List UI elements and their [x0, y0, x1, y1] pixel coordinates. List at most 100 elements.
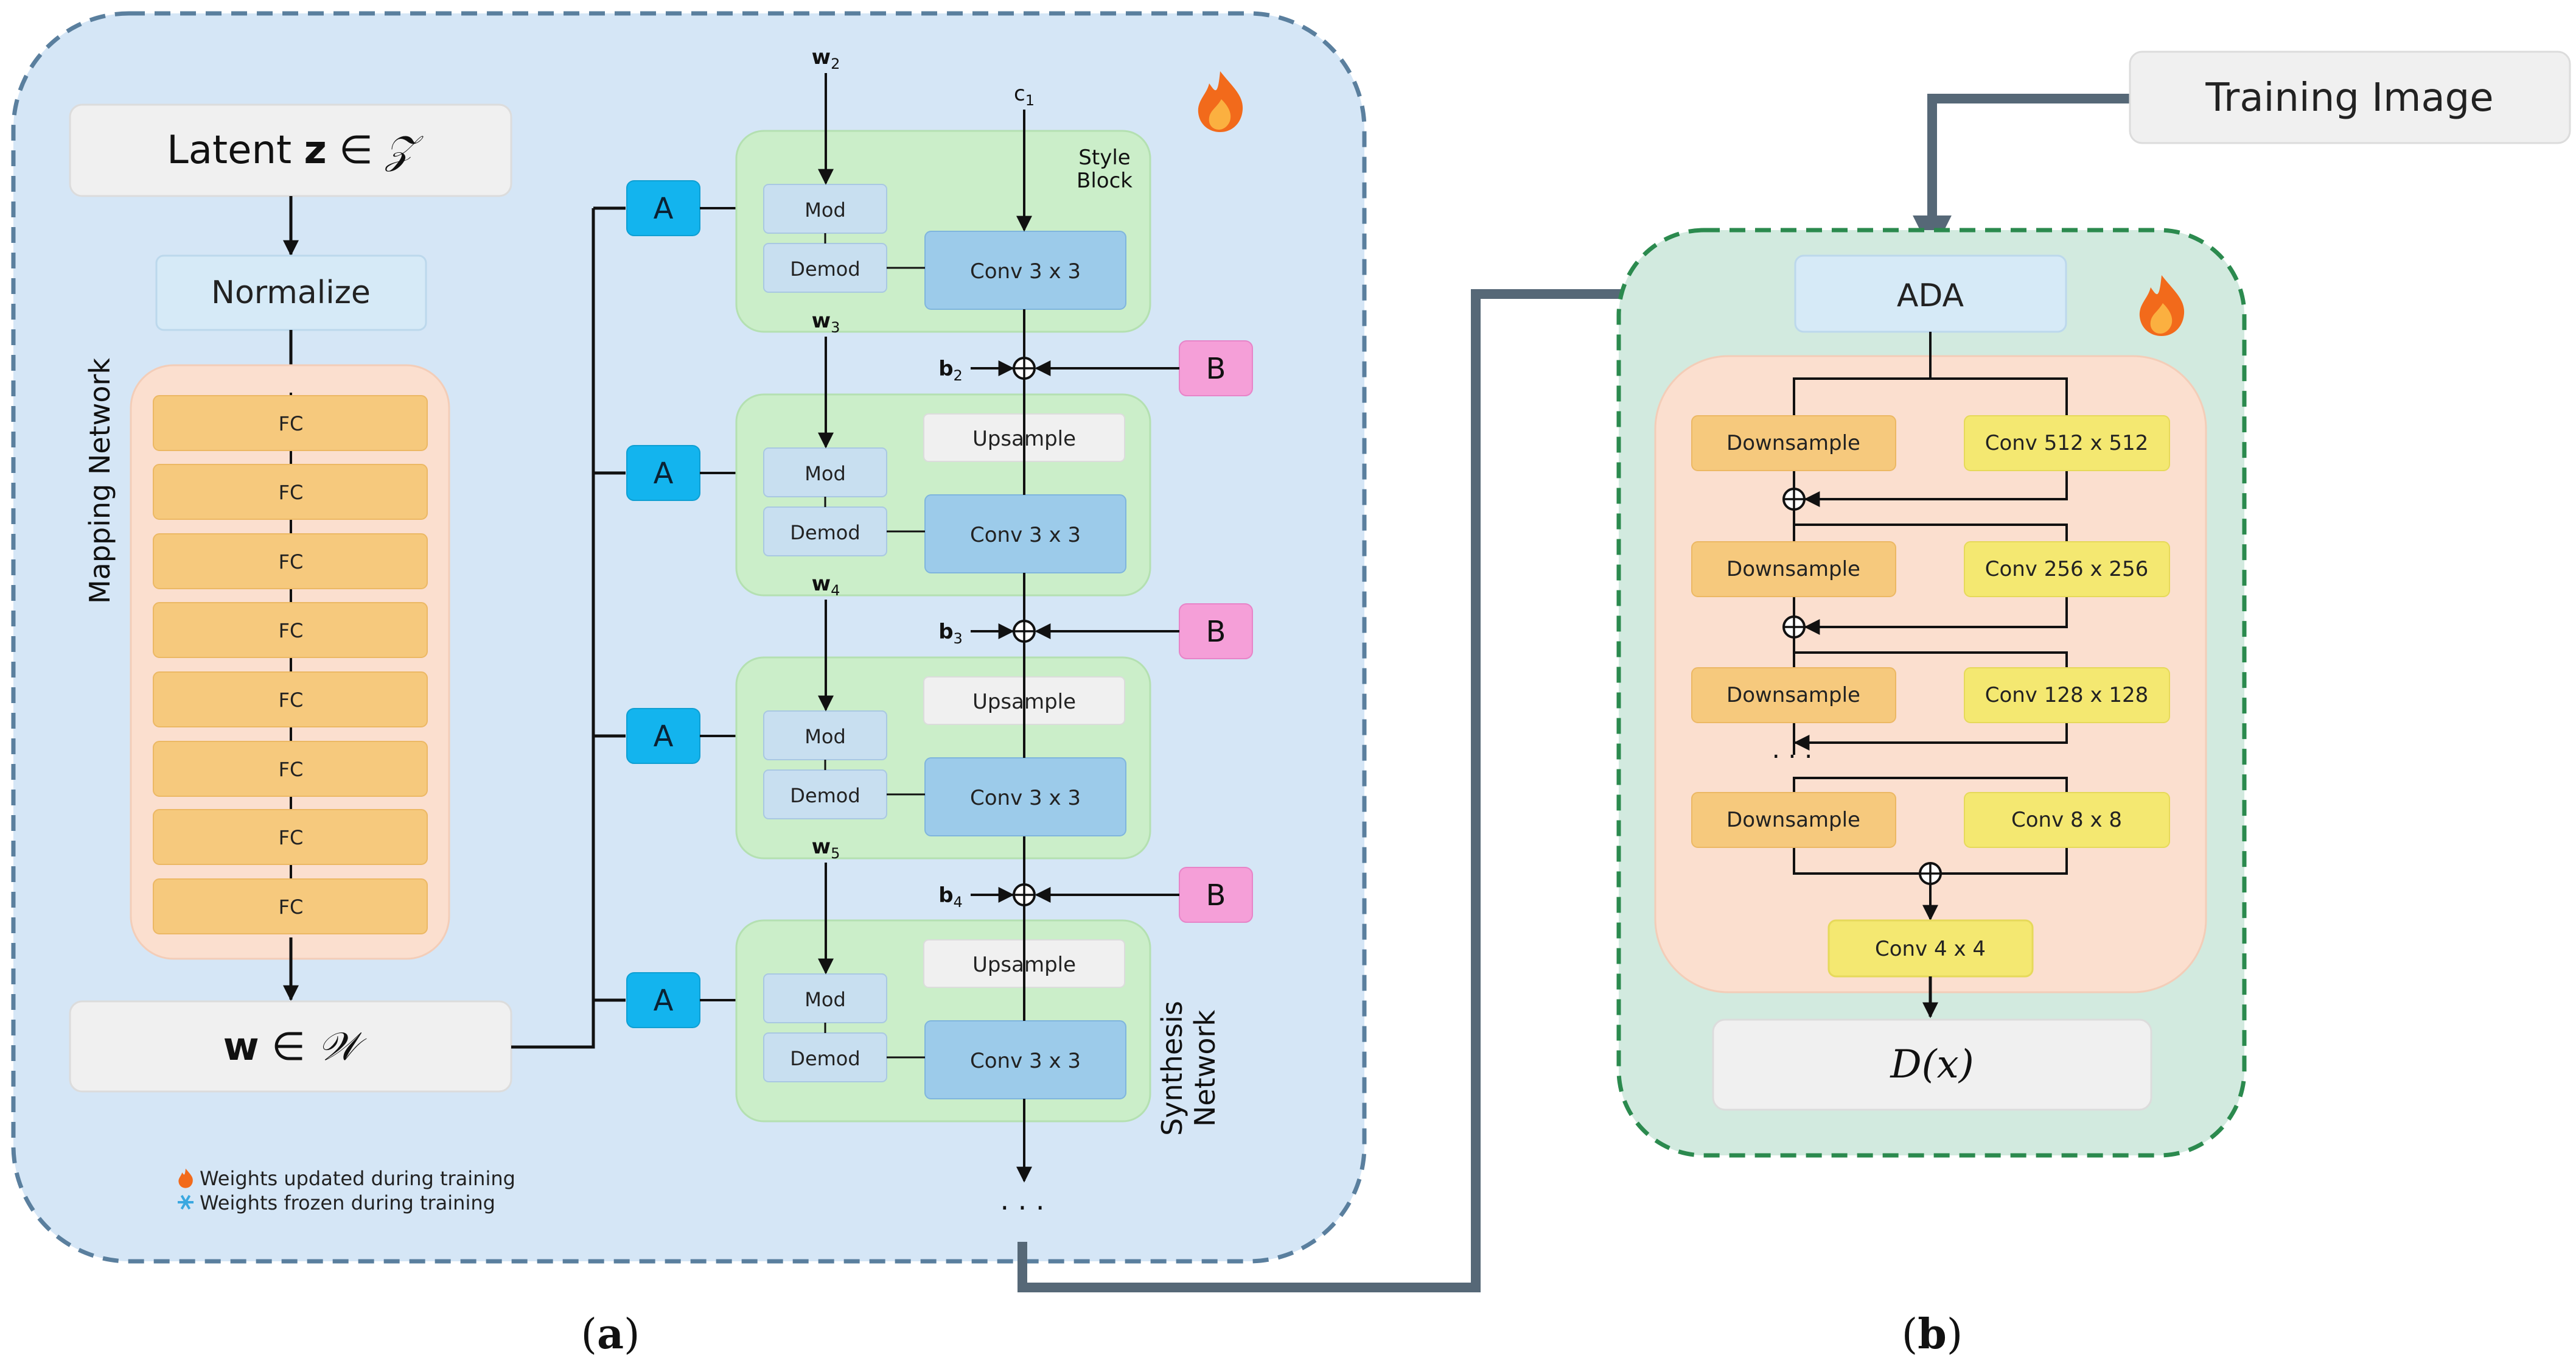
- w-input-label: w5: [812, 835, 840, 862]
- conv-label: Conv 8 x 8: [2011, 808, 2122, 832]
- conv-label: Conv 512 x 512: [1985, 431, 2149, 455]
- discriminator-ellipsis: · · ·: [1772, 741, 1813, 771]
- affine-box: A: [626, 708, 700, 764]
- fc-layer: FC: [153, 395, 428, 451]
- conv-box: [1964, 541, 2170, 597]
- noise-label: B: [1206, 352, 1226, 386]
- fc-layer: FC: [153, 464, 428, 520]
- demod-label: Demod: [790, 1047, 860, 1070]
- conv-label: Conv 128 x 128: [1985, 683, 2149, 707]
- legend: Weights updated during training Weights …: [178, 1167, 515, 1214]
- downsample-label: Downsample: [1726, 431, 1860, 455]
- adder-icon: [1013, 357, 1036, 380]
- bias-label: b4: [938, 883, 963, 911]
- mod-label: Mod: [805, 198, 846, 222]
- noise-box: B: [1179, 867, 1253, 923]
- style-block-label-line2: Block: [1077, 169, 1133, 193]
- conv-label: Conv 3 x 3: [970, 259, 1081, 284]
- downsample-label: Downsample: [1726, 808, 1860, 832]
- discriminator-row: Downsample Conv 256 x 256: [1691, 541, 2170, 597]
- downsample-label: Downsample: [1726, 683, 1860, 707]
- conv-label: Conv 3 x 3: [970, 1049, 1081, 1073]
- fc-layer: FC: [153, 809, 428, 865]
- demod-label: Demod: [790, 257, 860, 281]
- caption-a: (a): [581, 1310, 640, 1359]
- conv-box: [1964, 415, 2170, 471]
- adder-icon: [1919, 862, 1942, 885]
- mapping-network-label: Mapping Network: [83, 358, 116, 604]
- output-label: D(x): [1890, 1042, 1974, 1087]
- output-box: [1712, 1018, 2152, 1111]
- synthesis-network-label-line1: Synthesis: [1156, 1001, 1189, 1136]
- fc-label: FC: [279, 895, 304, 919]
- fc-label: FC: [279, 826, 304, 849]
- fc-label: FC: [279, 412, 304, 435]
- fc-label: FC: [279, 758, 304, 781]
- style-block-label-line1: Style: [1078, 145, 1130, 170]
- w-label: w ∈ 𝒲: [223, 1024, 368, 1070]
- affine-box: A: [626, 445, 700, 501]
- affine-label: A: [654, 457, 674, 491]
- demod-label: Demod: [790, 521, 860, 544]
- fc-label: FC: [279, 619, 304, 642]
- fc-layer: FC: [153, 671, 428, 727]
- fc-label: FC: [279, 550, 304, 573]
- downsample-label: Downsample: [1726, 557, 1860, 581]
- fc-layer: FC: [153, 878, 428, 934]
- mod-label: Mod: [805, 725, 846, 748]
- fc-label: FC: [279, 481, 304, 504]
- conv-box: [1964, 792, 2170, 848]
- downsample-box: [1691, 667, 1896, 723]
- flame-icon: [1198, 71, 1243, 132]
- affine-box: A: [626, 972, 700, 1028]
- training-image-box: [2129, 51, 2571, 144]
- conv-box: [1964, 667, 2170, 723]
- caption-b: (b): [1902, 1310, 1963, 1359]
- adder-icon: [1013, 620, 1036, 643]
- noise-box: B: [1179, 340, 1253, 396]
- legend-frozen-label: Weights frozen during training: [200, 1191, 495, 1214]
- discriminator-row: Downsample Conv 128 x 128: [1691, 667, 2170, 723]
- ada-label: ADA: [1897, 278, 1964, 314]
- downsample-box: [1691, 792, 1896, 848]
- discriminator-row: Downsample Conv 8 x 8: [1691, 792, 2170, 848]
- bias-label: b2: [938, 357, 963, 384]
- fc-layer: FC: [153, 533, 428, 589]
- mod-label: Mod: [805, 462, 846, 485]
- noise-label: B: [1206, 615, 1226, 649]
- adder-icon: [1782, 615, 1806, 639]
- w-input-label: w2: [812, 45, 840, 72]
- fc-layer: FC: [153, 741, 428, 797]
- noise-label: B: [1206, 878, 1226, 912]
- affine-label: A: [654, 720, 674, 754]
- conv-label: Conv 256 x 256: [1985, 557, 2149, 581]
- final-conv-label: Conv 4 x 4: [1875, 937, 1986, 961]
- affine-label: A: [654, 984, 674, 1018]
- conv-label: Conv 3 x 3: [970, 786, 1081, 810]
- fc-layer: FC: [153, 602, 428, 658]
- mod-label: Mod: [805, 988, 846, 1011]
- synthesis-network-label-line2: Network: [1189, 1010, 1221, 1127]
- affine-label: A: [654, 192, 674, 226]
- w-input-label: w4: [812, 572, 840, 599]
- noise-box: B: [1179, 603, 1253, 659]
- legend-updated-label: Weights updated during training: [200, 1167, 515, 1190]
- flame-icon: [2139, 275, 2185, 336]
- generator-to-discriminator-arrow: [1017, 275, 1794, 1292]
- synthesis-ellipsis: · · ·: [1000, 1191, 1044, 1224]
- bias-label: b3: [938, 620, 963, 647]
- conv-label: Conv 3 x 3: [970, 523, 1081, 547]
- const-input-label: c1: [1014, 82, 1035, 109]
- training-image-arrow: [1913, 94, 2130, 254]
- normalize-label: Normalize: [211, 275, 371, 311]
- w-input-label: w3: [812, 309, 840, 336]
- downsample-box: [1691, 541, 1896, 597]
- discriminator-row: Downsample Conv 512 x 512: [1691, 415, 2170, 471]
- adder-icon: [1782, 488, 1806, 511]
- snowflake-icon: [178, 1194, 194, 1210]
- downsample-box: [1691, 415, 1896, 471]
